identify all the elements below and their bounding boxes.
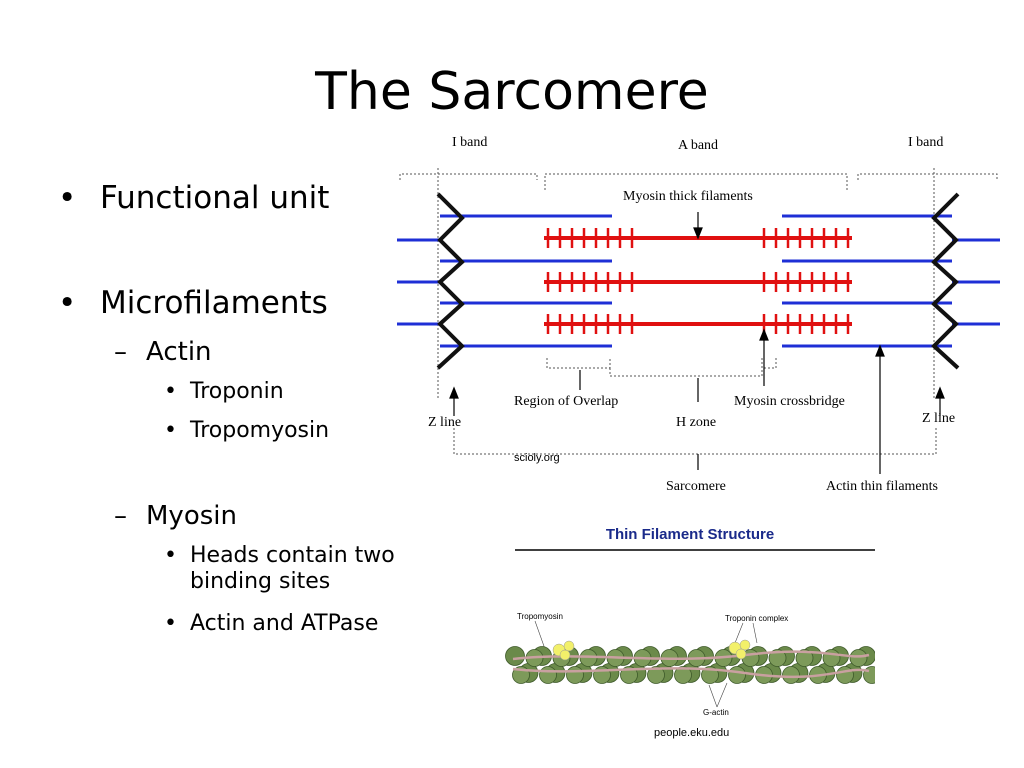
label-myosin-crossbridge: Myosin crossbridge [734,394,845,409]
bullet-text: Actin and ATPase [190,611,379,636]
g-actin-bead [566,666,584,684]
diagram-labels: I band A band I band Myosin thick filame… [428,135,955,494]
sub-sub-bullet-tropomyosin: • Tropomyosin [164,418,329,444]
thin-filament-title: Thin Filament Structure [606,526,774,543]
sarcomere-diagram: I band A band I band Myosin thick filame… [397,135,1000,494]
z-lines [436,192,960,370]
bullet-text: Troponin [190,379,284,404]
bullet-text: Microfilaments [100,285,328,321]
label-sarcomere: Sarcomere [666,479,726,494]
slide-title: The Sarcomere [315,62,709,122]
bullet-microfilaments: • Microfilaments [58,285,328,321]
pointer-lines [449,212,945,474]
label-h-zone: H zone [676,415,716,430]
sub-bullet-actin: –Actin [114,337,212,367]
bullet-functional-unit: • Functional unit [58,180,329,216]
label-a-band: A band [678,138,718,153]
z-line-right [931,192,960,370]
bullet-glyph: • [58,180,77,216]
label-z-line-right: Z line [922,411,955,426]
sub-sub-bullet-actin-atpase: • Actin and ATPase [164,611,378,637]
bullet-glyph: • [164,379,177,404]
label-actin-thin: Actin thin filaments [826,479,938,494]
label-z-line-left: Z line [428,415,461,430]
bullet-text: Heads contain two [190,543,395,568]
label-troponin-complex: Troponin complex [725,614,788,623]
g-actin-bead [647,666,665,684]
z-line-left [436,192,465,370]
g-actin-bead [768,649,787,667]
band-brackets [399,168,998,455]
troponin-ball [739,639,751,651]
bullet-glyph: • [164,418,177,443]
troponin-ball [559,649,571,661]
sub-bullet-myosin: –Myosin [114,501,237,531]
thin-filament-diagram: Thin Filament Structure Tropomyosin Trop… [505,526,875,717]
troponin-complex-left [552,640,575,661]
dash-glyph: – [114,337,127,367]
label-region-overlap: Region of Overlap [514,394,618,409]
bullet-glyph: • [164,543,177,568]
label-myosin-thick: Myosin thick filaments [623,189,753,204]
dash-glyph: – [114,501,127,531]
bullet-glyph: • [164,611,177,636]
troponin-complex-right [728,639,751,660]
label-g-actin: G-actin [703,708,729,717]
label-i-band-right: I band [908,135,943,150]
troponin-ball [735,648,747,660]
tropomyosin-strand [512,667,870,679]
tropomyosin-strand [512,650,870,661]
label-i-band-left: I band [452,135,487,150]
g-actin-bead [782,666,800,684]
label-tropomyosin: Tropomyosin [517,612,563,621]
g-actin-bead [674,666,692,684]
bullet-text: Actin [146,337,212,367]
bullet-text: binding sites [190,569,331,594]
label-leaders [534,620,758,708]
bullet-text: Functional unit [100,180,330,216]
credit-scioly: scioly.org [514,452,560,464]
sub-sub-bullet-troponin: • Troponin [164,379,284,405]
g-actin-bead [728,666,746,684]
g-actin-bead [849,649,868,667]
troponin-ball [563,640,575,652]
credit-eku: people.eku.edu [654,727,730,739]
g-actin-bead [539,666,557,684]
myosin-filaments [544,228,852,334]
actin-filaments [397,214,1000,348]
g-actin-bead [795,649,814,667]
sub-sub-bullet-heads: • Heads contain two binding sites [164,543,395,595]
bullet-glyph: • [58,285,77,321]
g-actin-bead [505,646,525,666]
bullet-text: Tropomyosin [190,418,330,443]
g-actin-bead [836,666,854,684]
bullet-text: Myosin [146,501,237,531]
